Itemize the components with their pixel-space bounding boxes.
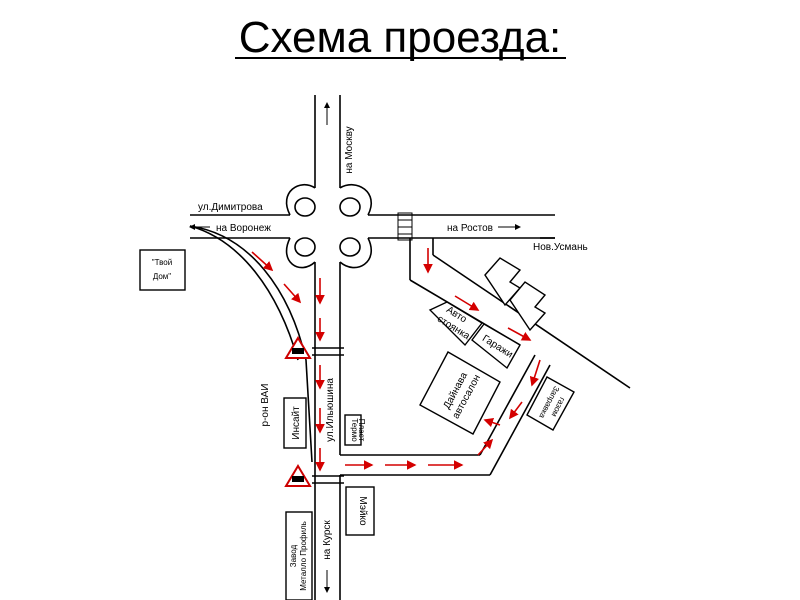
label-na-moskvu: на Москву xyxy=(344,126,355,173)
label-r-on-vai: р-он ВАИ xyxy=(260,384,271,427)
building-garazhi: Гаражи xyxy=(471,323,521,370)
building-zapravka: Заправка газом xyxy=(526,376,575,431)
building-zavod-metalloprofil: Завод Металло Профиль xyxy=(285,511,313,600)
label-nov-usman: Нов.Усмань xyxy=(533,242,588,253)
label-na-rostov: на Ростов xyxy=(447,223,493,234)
building-termoplast: Термо Пласт xyxy=(344,414,366,446)
building-daynava: Дайнава автосалон xyxy=(419,351,501,435)
route-arrows xyxy=(251,248,541,472)
svg-text:Пласт: Пласт xyxy=(357,419,366,442)
building-maiko: Мэйко xyxy=(345,486,375,536)
svg-text:"Твой: "Твой xyxy=(152,258,172,267)
direction-arrows xyxy=(189,102,521,593)
svg-text:Дом": Дом" xyxy=(153,272,171,281)
svg-text:Инсайт: Инсайт xyxy=(291,406,302,440)
svg-text:Металло Профиль: Металло Профиль xyxy=(299,521,308,591)
label-dimitrova: ул.Димитрова xyxy=(198,202,263,213)
svg-text:Завод: Завод xyxy=(289,544,298,567)
label-na-kursk: на Курск xyxy=(322,520,333,560)
railway-crossing-sign-icon xyxy=(284,464,312,487)
building-tvoy-dom: "Твой Дом" xyxy=(139,249,186,291)
railway-crossing-sign-icon xyxy=(284,336,312,359)
svg-text:Мэйко: Мэйко xyxy=(357,496,368,526)
svg-text:Термо: Термо xyxy=(350,418,359,442)
label-na-voronezh: на Воронеж xyxy=(216,223,271,234)
page-title: Схема проезда: xyxy=(239,13,562,62)
garage-blocks xyxy=(484,257,547,332)
building-insait: Инсайт xyxy=(283,397,307,449)
label-ilyushina: ул.Ильюшина xyxy=(325,378,336,442)
roads xyxy=(189,95,631,600)
